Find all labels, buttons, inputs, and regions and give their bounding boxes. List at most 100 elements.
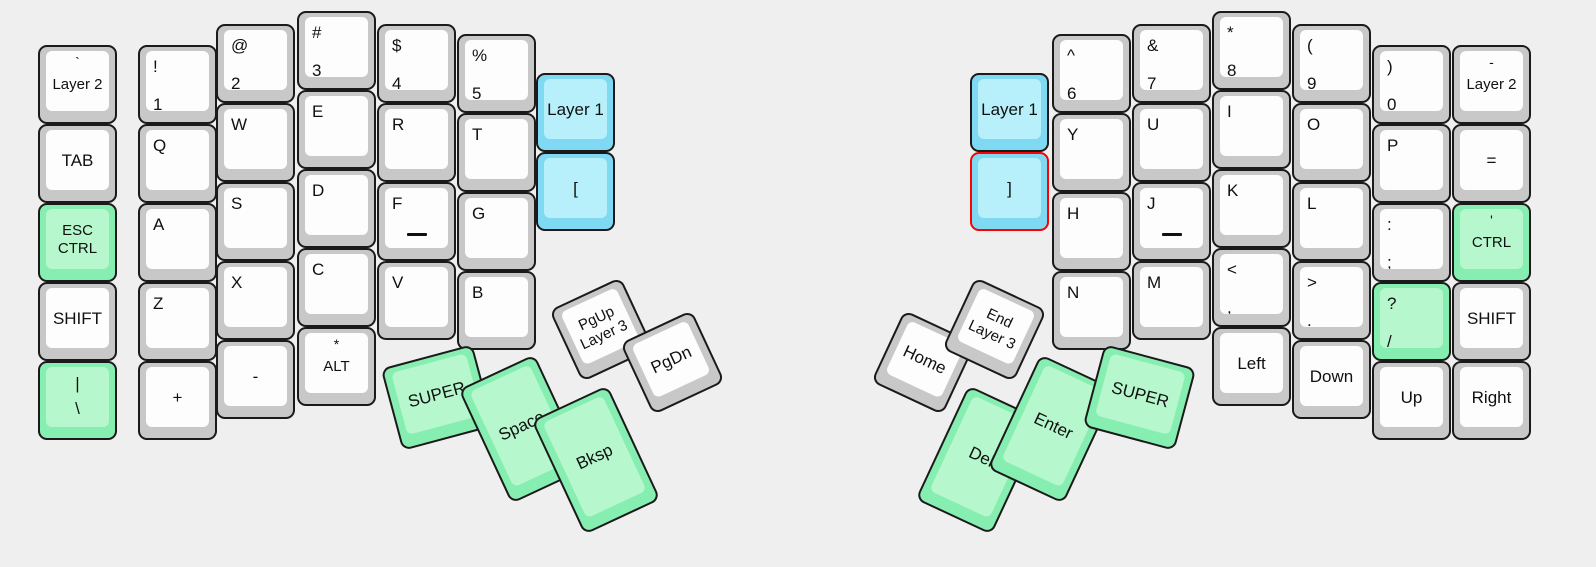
keycap-surface: + (146, 367, 209, 427)
key-l-c2-r3[interactable]: X (216, 261, 295, 340)
key-l-c1-r0[interactable]: !1 (138, 45, 217, 124)
key-l-c1-r4[interactable]: + (138, 361, 217, 440)
key-r-c5-r4[interactable]: Up (1372, 361, 1451, 440)
key-legend-primary: PgDn (647, 341, 695, 377)
key-r-c5-r0[interactable]: )0 (1372, 45, 1451, 124)
key-legend: Left (1220, 333, 1283, 393)
key-l-c2-r4[interactable]: - (216, 340, 295, 419)
key-l-c2-r0[interactable]: @2 (216, 24, 295, 103)
key-legend-primary: 7 (1147, 74, 1157, 90)
key-r-c6-r4[interactable]: Right (1452, 361, 1531, 440)
key-legend: SUPER (1095, 353, 1186, 435)
key-l-c5-r3[interactable]: B (457, 271, 536, 350)
key-r-c2-r1[interactable]: U (1132, 103, 1211, 182)
key-r-c6-r2[interactable]: 'CTRL (1452, 203, 1531, 282)
key-legend-primary: M (1147, 273, 1162, 292)
key-legend-primary: Layer 1 (981, 99, 1038, 119)
key-r-c1-r3[interactable]: N (1052, 271, 1131, 350)
key-r-c2-r0[interactable]: &7 (1132, 24, 1211, 103)
key-legend-shifted: $ (392, 36, 402, 55)
key-r-c3-r2[interactable]: K (1212, 169, 1291, 248)
key-r-c4-r0[interactable]: (9 (1292, 24, 1371, 103)
key-legend: !1 (146, 51, 209, 111)
key-l-c4-r2[interactable]: F (377, 182, 456, 261)
key-r-c2-r3[interactable]: M (1132, 261, 1211, 340)
key-r-c1-r2[interactable]: H (1052, 192, 1131, 271)
key-r-c3-r4[interactable]: Left (1212, 327, 1291, 406)
key-l-c2-r2[interactable]: S (216, 182, 295, 261)
keycap-surface: @2 (224, 30, 287, 90)
keycap-surface: Z (146, 288, 209, 348)
key-r-c4-r2[interactable]: L (1292, 182, 1371, 261)
key-legend-shifted: ^ (1067, 46, 1075, 65)
key-l-c3-r2[interactable]: D (297, 169, 376, 248)
key-r-c5-r1[interactable]: P (1372, 124, 1451, 203)
key-l-c4-r3[interactable]: V (377, 261, 456, 340)
key-l-c0-r1[interactable]: TAB (38, 124, 117, 203)
key-l-c3-r0[interactable]: #3 (297, 11, 376, 90)
key-r-c6-r3[interactable]: SHIFT (1452, 282, 1531, 361)
key-r-c0-r1[interactable]: ] (970, 152, 1049, 231)
key-r-c4-r1[interactable]: O (1292, 103, 1371, 182)
keycap-surface: J (1140, 188, 1203, 248)
key-l-c4-r0[interactable]: $4 (377, 24, 456, 103)
key-legend: + (146, 367, 209, 427)
keycap-surface: X (224, 267, 287, 327)
key-legend-primary: L (1307, 194, 1317, 213)
key-legend: @2 (224, 30, 287, 90)
key-r-c4-r4[interactable]: Down (1292, 340, 1371, 419)
key-legend-shifted: ? (1387, 294, 1397, 313)
key-legend: Bksp (542, 395, 646, 518)
key-l-c5-r0[interactable]: %5 (457, 34, 536, 113)
keycap-surface: W (224, 109, 287, 169)
key-l-c1-r2[interactable]: A (138, 203, 217, 282)
key-l-c6-r1[interactable]: [ (536, 152, 615, 231)
key-legend: Right (1460, 367, 1523, 427)
key-legend-primary: Down (1309, 366, 1354, 386)
key-r-c3-r1[interactable]: I (1212, 90, 1291, 169)
key-l-c1-r3[interactable]: Z (138, 282, 217, 361)
key-r-c2-r2[interactable]: J (1132, 182, 1211, 261)
key-r-c3-r3[interactable]: <, (1212, 248, 1291, 327)
key-legend: Z (146, 288, 209, 348)
key-l-c0-r3[interactable]: SHIFT (38, 282, 117, 361)
key-r-c3-r0[interactable]: *8 (1212, 11, 1291, 90)
keycap-surface: ] (978, 158, 1041, 218)
key-legend: L (1300, 188, 1363, 248)
key-legend: T (465, 119, 528, 179)
key-l-c0-r0[interactable]: `Layer 2 (38, 45, 117, 124)
keycap-surface: H (1060, 198, 1123, 258)
key-r-t-super[interactable]: SUPER (1082, 344, 1197, 451)
key-r-c6-r0[interactable]: -Layer 2 (1452, 45, 1531, 124)
key-legend-primary: Layer 2 (1466, 76, 1517, 93)
key-r-c5-r2[interactable]: :; (1372, 203, 1451, 282)
keycap-surface: U (1140, 109, 1203, 169)
key-legend-primary: ESC (62, 221, 93, 239)
key-legend-primary: 2 (231, 74, 241, 90)
key-l-c3-r3[interactable]: C (297, 248, 376, 327)
key-l-c4-r1[interactable]: R (377, 103, 456, 182)
key-legend-primary: O (1307, 115, 1321, 134)
key-l-c5-r2[interactable]: G (457, 192, 536, 271)
key-l-c5-r1[interactable]: T (457, 113, 536, 192)
key-l-c3-r4[interactable]: *ALT (297, 327, 376, 406)
key-r-c1-r0[interactable]: ^6 (1052, 34, 1131, 113)
key-legend: I (1220, 96, 1283, 156)
key-legend: G (465, 198, 528, 258)
key-r-c6-r1[interactable]: = (1452, 124, 1531, 203)
key-l-c2-r1[interactable]: W (216, 103, 295, 182)
key-l-c6-r0[interactable]: Layer 1 (536, 73, 615, 152)
key-l-c1-r1[interactable]: Q (138, 124, 217, 203)
key-r-c5-r3[interactable]: ?/ (1372, 282, 1451, 361)
key-r-c4-r3[interactable]: >. (1292, 261, 1371, 340)
key-r-c0-r0[interactable]: Layer 1 (970, 73, 1049, 152)
key-l-c0-r4[interactable]: |\ (38, 361, 117, 440)
key-legend: C (305, 254, 368, 314)
key-legend: H (1060, 198, 1123, 258)
key-l-c3-r1[interactable]: E (297, 90, 376, 169)
key-legend-primary: Layer 1 (547, 99, 604, 119)
keycap-surface: #3 (305, 17, 368, 77)
key-r-c1-r1[interactable]: Y (1052, 113, 1131, 192)
